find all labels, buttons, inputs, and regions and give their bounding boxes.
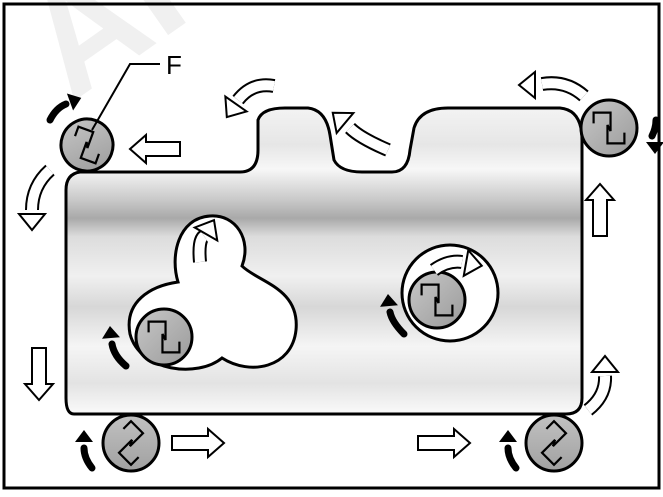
feed-direction-arrow-icon bbox=[192, 218, 219, 243]
feed-direction-arrow-icon bbox=[345, 122, 391, 157]
feed-direction-arrow-icon bbox=[192, 230, 209, 263]
callout-label-f: F bbox=[166, 50, 182, 80]
rotation-direction-arrow-icon bbox=[499, 430, 520, 472]
feed-direction-arrow-icon bbox=[232, 78, 276, 105]
milling-cutter-icon bbox=[134, 307, 194, 367]
feed-direction-arrow-icon bbox=[16, 213, 48, 232]
milling-cutter-icon bbox=[59, 117, 115, 173]
feed-direction-arrow-icon bbox=[331, 111, 356, 136]
feed-direction-arrow-icon bbox=[540, 76, 589, 102]
milling-cutter-icon bbox=[524, 413, 584, 473]
feed-direction-arrow-icon bbox=[171, 426, 226, 460]
rotation-direction-arrow-icon bbox=[75, 430, 96, 472]
rotation-direction-arrow-icon bbox=[646, 116, 663, 154]
feed-direction-arrow-icon bbox=[429, 254, 463, 276]
rotation-direction-arrow-icon bbox=[380, 294, 408, 338]
feed-direction-arrow-icon bbox=[517, 69, 536, 101]
feed-direction-arrow-icon bbox=[417, 426, 472, 460]
feed-direction-arrow-icon bbox=[224, 94, 249, 119]
feed-direction-arrow-icon bbox=[462, 247, 484, 278]
feed-direction-arrow-icon bbox=[22, 347, 56, 402]
feed-direction-arrow-icon bbox=[25, 164, 55, 211]
milling-cutter-icon bbox=[101, 413, 161, 473]
feed-direction-arrow-icon bbox=[583, 182, 617, 237]
milling-cutter-icon bbox=[407, 270, 467, 330]
feed-direction-arrow-icon bbox=[589, 354, 621, 373]
feed-direction-arrow-icon bbox=[583, 375, 613, 416]
feed-direction-arrow-icon bbox=[128, 132, 181, 166]
rotation-direction-arrow-icon bbox=[102, 326, 130, 370]
milling-cutter-icon bbox=[579, 98, 639, 158]
callout-leader-line bbox=[91, 63, 160, 131]
rotation-direction-arrow-icon bbox=[46, 93, 82, 124]
